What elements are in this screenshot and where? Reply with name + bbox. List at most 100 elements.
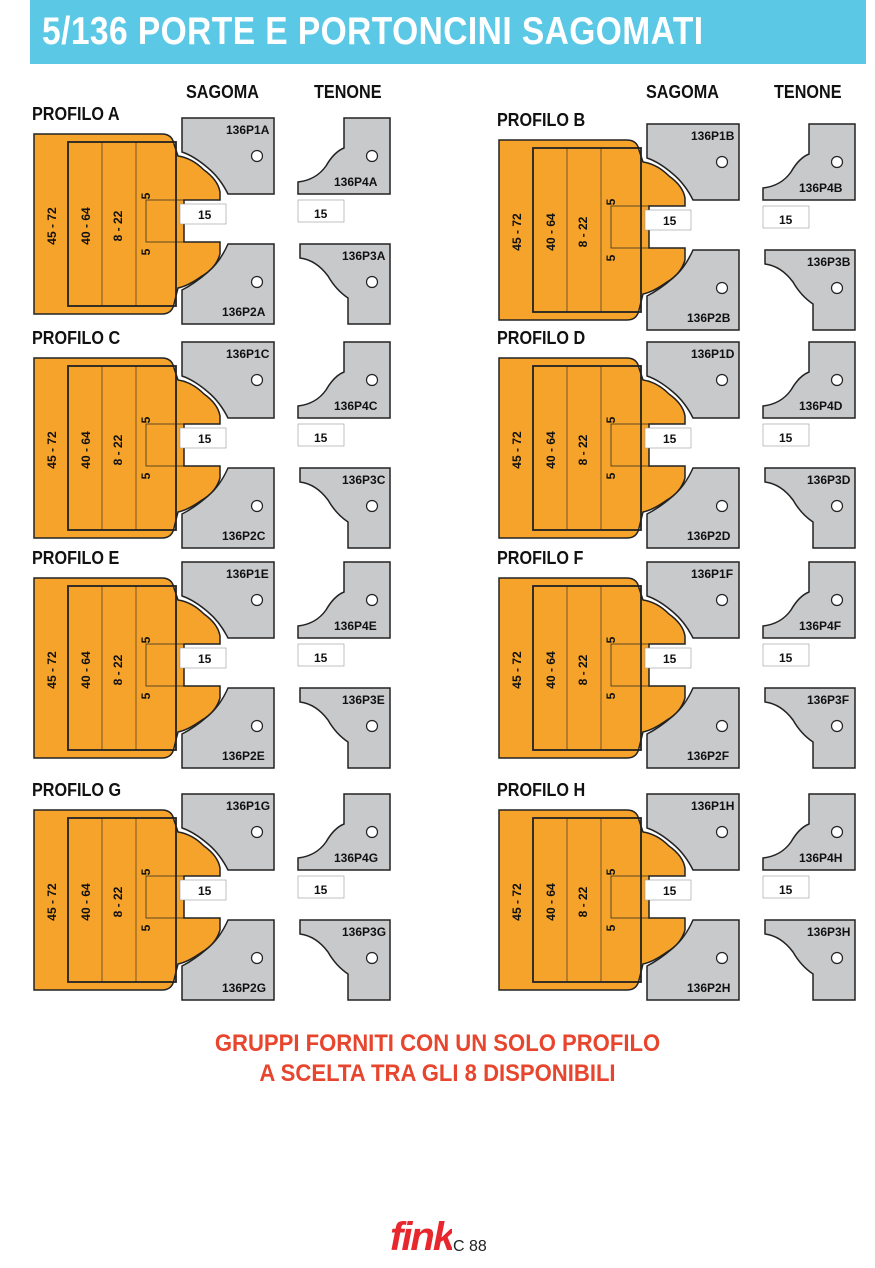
dim-inner: 8 - 22: [111, 434, 125, 465]
dim-outer: 45 - 72: [45, 431, 59, 469]
dim-mid: 40 - 64: [79, 431, 93, 469]
code-tenone-bottom: 136P3A: [342, 249, 386, 263]
code-tenone-top: 136P4C: [334, 399, 378, 413]
dim-outer: 45 - 72: [510, 213, 524, 251]
code-tenone-bottom: 136P3E: [342, 693, 385, 707]
code-sagoma-top: 136P1E: [226, 567, 269, 581]
cutter-sagoma-top: [181, 341, 275, 419]
code-sagoma-bottom: 136P2B: [687, 311, 731, 325]
code-sagoma-top: 136P1H: [691, 799, 734, 813]
dim-outer: 45 - 72: [510, 883, 524, 921]
profile-block-d: PROFILO D 45 - 72 40 - 64 8 - 22 5 5 15 …: [497, 328, 867, 552]
dim-inner: 8 - 22: [576, 654, 590, 685]
profile-label: PROFILO B: [497, 110, 586, 130]
code-tenone-top: 136P4H: [799, 851, 842, 865]
code-sagoma-top: 136P1C: [226, 347, 270, 361]
code-sagoma-top: 136P1F: [691, 567, 733, 581]
dim-five-bottom: 5: [604, 924, 618, 931]
cutter-sagoma-bottom: [646, 467, 740, 549]
profile-drawing: 45 - 72 40 - 64 8 - 22 5 5 15 136P1B 136…: [498, 123, 856, 331]
profile-drawing: 45 - 72 40 - 64 8 - 22 5 5 15 136P1H 136…: [498, 793, 856, 1001]
code-sagoma-top: 136P1B: [691, 129, 735, 143]
profile-drawing: 45 - 72 40 - 64 8 - 22 5 5 15 136P1A 136…: [33, 117, 391, 325]
dim-five-top: 5: [604, 868, 618, 875]
dim-fifteen-sagoma: 15: [663, 432, 677, 446]
page-title: 5/136 PORTE E PORTONCINI SAGOMATI: [42, 10, 704, 53]
dim-mid: 40 - 64: [79, 651, 93, 689]
note-line-2: A SCELTA TRA GLI 8 DISPONIBILI: [259, 1060, 616, 1087]
profile-label: PROFILO F: [497, 548, 584, 568]
cutter-sagoma-bottom: [181, 919, 275, 1001]
dim-five-top: 5: [139, 192, 153, 199]
cutter-tenone-top: [297, 793, 391, 871]
profile-block-a: PROFILO A 45 - 72 40 - 64 8 - 22 5 5 15 …: [32, 104, 402, 328]
cutter-sagoma-top: [181, 793, 275, 871]
dim-fifteen-sagoma: 15: [663, 884, 677, 898]
dim-fifteen-tenone: 15: [314, 651, 328, 665]
dim-inner: 8 - 22: [576, 886, 590, 917]
dim-fifteen-tenone: 15: [779, 651, 793, 665]
cutter-sagoma-top: [181, 561, 275, 639]
profile-drawing: 45 - 72 40 - 64 8 - 22 5 5 15 136P1C 136…: [33, 341, 391, 549]
code-tenone-bottom: 136P3F: [807, 693, 849, 707]
fink-logo: fink: [390, 1208, 459, 1263]
dim-outer: 45 - 72: [45, 883, 59, 921]
cutter-tenone-top: [762, 341, 856, 419]
code-sagoma-bottom: 136P2F: [687, 749, 729, 763]
cutter-tenone-top: [297, 117, 391, 195]
profile-label: PROFILO A: [32, 104, 120, 124]
cutter-sagoma-bottom: [181, 243, 275, 325]
code-sagoma-bottom: 136P2C: [222, 529, 266, 543]
code-tenone-bottom: 136P3H: [807, 925, 850, 939]
cutter-tenone-top: [297, 561, 391, 639]
profile-block-h: PROFILO H 45 - 72 40 - 64 8 - 22 5 5 15 …: [497, 780, 867, 1004]
dim-mid: 40 - 64: [544, 431, 558, 469]
note-line-1: GRUPPI FORNITI CON UN SOLO PROFILO: [214, 1030, 661, 1057]
profile-label: PROFILO C: [32, 328, 121, 348]
dim-mid: 40 - 64: [544, 883, 558, 921]
profile-block-c: PROFILO C 45 - 72 40 - 64 8 - 22 5 5 15 …: [32, 328, 402, 552]
dim-fifteen-tenone: 15: [779, 213, 793, 227]
profile-block-f: PROFILO F 45 - 72 40 - 64 8 - 22 5 5 15 …: [497, 548, 867, 772]
dim-mid: 40 - 64: [544, 651, 558, 689]
code-tenone-bottom: 136P3G: [342, 925, 386, 939]
code-sagoma-bottom: 136P2E: [222, 749, 265, 763]
dim-inner: 8 - 22: [111, 654, 125, 685]
profile-label: PROFILO E: [32, 548, 120, 568]
dim-fifteen-tenone: 15: [779, 883, 793, 897]
cutter-sagoma-top: [646, 793, 740, 871]
dim-fifteen-sagoma: 15: [663, 214, 677, 228]
dim-outer: 45 - 72: [45, 207, 59, 245]
column-heading-tenone-left: TENONE: [314, 82, 382, 102]
column-heading-sagoma-right: SAGOMA: [646, 82, 719, 102]
cutter-sagoma-top: [646, 561, 740, 639]
cutter-sagoma-bottom: [646, 919, 740, 1001]
profile-label: PROFILO D: [497, 328, 586, 348]
page-number: C 88: [453, 1238, 487, 1255]
code-sagoma-bottom: 136P2D: [687, 529, 731, 543]
code-sagoma-top: 136P1D: [691, 347, 735, 361]
cutter-tenone-bottom: [764, 249, 856, 331]
cutter-sagoma-bottom: [181, 467, 275, 549]
dim-inner: 8 - 22: [111, 210, 125, 241]
dim-five-top: 5: [139, 636, 153, 643]
cutter-sagoma-top: [646, 341, 740, 419]
code-sagoma-bottom: 136P2G: [222, 981, 266, 995]
dim-outer: 45 - 72: [510, 431, 524, 469]
profile-block-e: PROFILO E 45 - 72 40 - 64 8 - 22 5 5 15 …: [32, 548, 402, 772]
dim-inner: 8 - 22: [576, 216, 590, 247]
code-tenone-top: 136P4F: [799, 619, 841, 633]
code-tenone-top: 136P4G: [334, 851, 378, 865]
cutter-tenone-bottom: [299, 243, 391, 325]
cutter-sagoma-bottom: [646, 687, 740, 769]
code-tenone-top: 136P4E: [334, 619, 377, 633]
cutter-tenone-top: [762, 561, 856, 639]
dim-mid: 40 - 64: [79, 207, 93, 245]
dim-five-top: 5: [139, 868, 153, 875]
svg-text:fink: fink: [390, 1215, 452, 1258]
dim-inner: 8 - 22: [576, 434, 590, 465]
code-sagoma-bottom: 136P2A: [222, 305, 266, 319]
dim-inner: 8 - 22: [111, 886, 125, 917]
cutter-tenone-bottom: [299, 687, 391, 769]
cutter-sagoma-top: [181, 117, 275, 195]
